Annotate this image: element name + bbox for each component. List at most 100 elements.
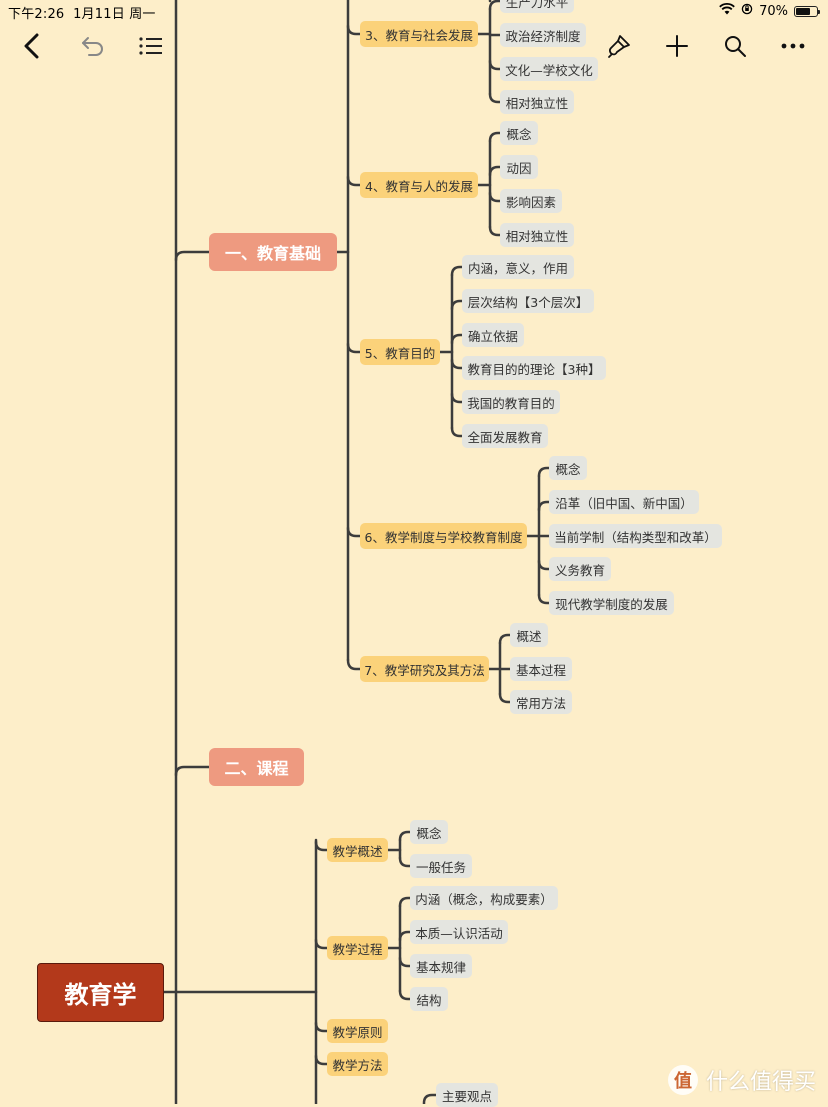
outline-button[interactable] [133,28,169,64]
leaf-hierarchy[interactable]: 层次结构【3个层次】 [462,289,594,313]
back-button[interactable] [14,28,50,64]
leaf-common-methods[interactable]: 常用方法 [510,690,572,714]
leaf-compulsory[interactable]: 义务教育 [549,557,611,581]
connector-line-31 [450,426,464,438]
connector-line-48 [314,1021,329,1033]
chevron-left-icon [24,33,39,59]
leaf-structure[interactable]: 结构 [410,987,448,1011]
connector-line-8 [346,342,362,354]
battery-icon [794,5,820,17]
subtopic-teaching-principles[interactable]: 教学原则 [327,1019,388,1043]
leaf-all-round[interactable]: 全面发展教育 [462,424,548,448]
paint-brush-icon [608,35,630,58]
add-button[interactable] [659,28,695,64]
leaf-national-goal[interactable]: 我国的教育目的 [462,390,560,414]
connector-line-56 [398,896,412,908]
leaf-factors[interactable]: 影响因素 [500,189,562,213]
leaf-basic-laws[interactable]: 基本规律 [410,954,472,978]
leaf-concept[interactable]: 概念 [500,121,538,145]
connector-line-41 [498,633,512,645]
leaf-productivity[interactable]: 生产力水平 [500,0,574,13]
subtopic-school-system[interactable]: 6、教学制度与学校教育制度 [360,523,527,549]
connector-line-37 [537,559,551,571]
leaf-teaching-concept[interactable]: 概念 [410,820,448,844]
orientation-lock-icon [741,3,753,19]
connector-line-52 [398,830,412,842]
toolbar [0,22,828,70]
connector-line-30 [450,392,464,404]
subtopic-education-human[interactable]: 4、教育与人的发展 [360,172,478,198]
search-icon [725,36,746,57]
leaf-current-system[interactable]: 当前学制（结构类型和改革） [549,524,722,548]
connector-line-46 [314,840,329,852]
subtopic-research-methods[interactable]: 7、教学研究及其方法 [360,656,489,682]
leaf-basic-process[interactable]: 基本过程 [510,657,572,681]
topic-education-foundation[interactable]: 一、教育基础 [209,233,337,271]
connector-line-26 [450,265,464,277]
leaf-modern-system[interactable]: 现代教学制度的发展 [549,591,674,615]
connector-line-53 [398,856,412,868]
connector-line-9 [346,526,362,538]
list-icon [139,37,162,55]
battery-fill [796,7,810,15]
more-icon [781,43,805,49]
wifi-icon [719,3,735,19]
leaf-culture[interactable]: 文化—学校文化 [500,57,598,81]
connector-line-20 [488,131,502,143]
leaf-overview[interactable]: 概述 [510,623,548,647]
leaf-concept-2[interactable]: 概念 [549,456,587,480]
leaf-main-views[interactable]: 主要观点 [436,1083,498,1107]
connector-line-43 [498,692,512,704]
style-button[interactable] [601,28,637,64]
watermark: 值 什么值得买 [667,1064,816,1096]
search-button[interactable] [717,28,753,64]
subtopic-teaching-overview[interactable]: 教学概述 [327,838,388,862]
leaf-motivation[interactable]: 动因 [500,155,538,179]
leaf-independence[interactable]: 相对独立性 [500,90,574,114]
leaf-evolution[interactable]: 沿革（旧中国、新中国） [549,490,699,514]
leaf-general-tasks[interactable]: 一般任务 [410,854,472,878]
leaf-essence[interactable]: 本质—认识活动 [410,920,508,944]
subtopic-teaching-process[interactable]: 教学过程 [327,936,388,960]
leaf-basis[interactable]: 确立依据 [462,323,524,347]
connector-line-28 [450,333,464,345]
connector-line-3 [174,765,211,777]
connector-line-49 [314,1054,329,1066]
subtopic-education-society[interactable]: 3、教育与社会发展 [360,21,478,47]
leaf-connotation[interactable]: 内涵，意义，作用 [462,255,574,279]
connector-line-58 [398,956,412,968]
connector-line-22 [488,191,502,203]
undo-button[interactable] [75,28,111,64]
connector-line-6 [346,24,362,36]
connector-line-47 [314,938,329,950]
connector-line-57 [398,930,412,942]
connector-line-59 [398,989,412,1001]
connector-line-29 [450,358,464,370]
status-time: 下午2:26 1月11日 周一 [8,7,156,22]
topic-curriculum[interactable]: 二、课程 [209,748,304,786]
leaf-independence-2[interactable]: 相对独立性 [500,223,574,247]
connector-line-27 [450,299,464,311]
connector-line-23 [488,225,502,237]
status-right: 70% [719,3,820,19]
connector-line-21 [488,165,502,177]
leaf-process-connotation[interactable]: 内涵（概念，构成要素） [410,886,558,910]
more-button[interactable] [775,28,811,64]
subtopic-teaching-methods[interactable]: 教学方法 [327,1052,388,1076]
subtopic-education-goal[interactable]: 5、教育目的 [360,339,440,365]
battery-percent: 70% [759,3,788,19]
watermark-logo: 值 [667,1065,698,1095]
root-node[interactable]: 教育学 [37,963,164,1022]
undo-icon [82,37,103,56]
connector-line-38 [537,593,551,605]
connector-line-7 [346,175,362,187]
connector-line-35 [537,500,551,512]
watermark-text: 什么值得买 [705,1070,816,1095]
leaf-political-economic[interactable]: 政治经济制度 [500,23,586,47]
connector-line-15 [488,59,502,71]
connector-line-13 [488,0,502,11]
leaf-goal-theory[interactable]: 教育目的的理论【3种】 [462,356,606,380]
plus-icon [666,35,688,57]
connector-line-60 [422,1093,438,1104]
